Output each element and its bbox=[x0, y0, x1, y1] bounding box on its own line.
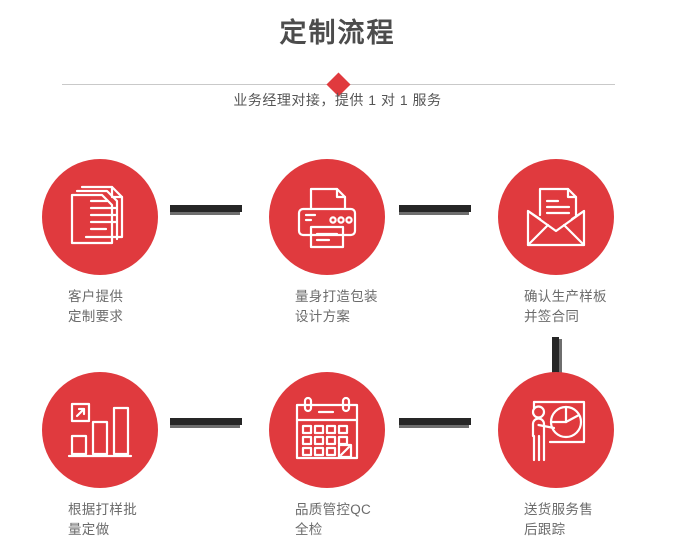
step-3-caption: 确认生产样板 并签合同 bbox=[524, 289, 607, 324]
connector-shadow bbox=[170, 212, 240, 215]
connector-bar bbox=[552, 337, 559, 377]
step-1-caption: 客户提供 定制要求 bbox=[68, 289, 124, 324]
step-1-circle[interactable] bbox=[42, 159, 158, 275]
step-6-circle[interactable] bbox=[498, 372, 614, 488]
bar-chart-growth-icon bbox=[67, 402, 133, 458]
step-2-circle[interactable] bbox=[269, 159, 385, 275]
connector-bar bbox=[170, 205, 242, 212]
calendar-check-icon bbox=[295, 396, 359, 460]
connector-shadow bbox=[399, 425, 469, 428]
divider bbox=[62, 72, 615, 97]
connector-bar bbox=[399, 418, 471, 425]
step-5-caption: 品质管控QC 全检 bbox=[295, 502, 372, 537]
documents-stack-icon bbox=[70, 185, 124, 245]
connector-4-5 bbox=[170, 418, 242, 428]
connector-bar bbox=[399, 205, 471, 212]
connector-1-2 bbox=[170, 205, 242, 215]
step-5-circle[interactable] bbox=[269, 372, 385, 488]
connector-shadow bbox=[399, 212, 469, 215]
connector-5-6 bbox=[399, 418, 471, 428]
step-4-caption: 根据打样批 量定做 bbox=[68, 502, 137, 537]
step-4-circle[interactable] bbox=[42, 372, 158, 488]
connector-shadow bbox=[170, 425, 240, 428]
connector-2-3 bbox=[399, 205, 471, 215]
step-2-caption: 量身打造包装 设计方案 bbox=[295, 289, 378, 324]
printer-icon bbox=[297, 187, 357, 249]
step-6-caption: 送货服务售 后跟踪 bbox=[524, 502, 593, 537]
envelope-letter-icon bbox=[526, 187, 586, 247]
step-3-circle[interactable] bbox=[498, 159, 614, 275]
page-subtitle: 业务经理对接，提供 1 对 1 服务 bbox=[233, 92, 442, 108]
connector-bar bbox=[170, 418, 242, 425]
connector-shadow bbox=[559, 339, 562, 377]
page-title: 定制流程 bbox=[279, 18, 396, 48]
header: 定制流程 业务经理对接，提供 1 对 1 服务 bbox=[0, 0, 675, 130]
presentation-pie-chart-icon bbox=[531, 400, 586, 462]
connector-3-4 bbox=[552, 337, 562, 377]
